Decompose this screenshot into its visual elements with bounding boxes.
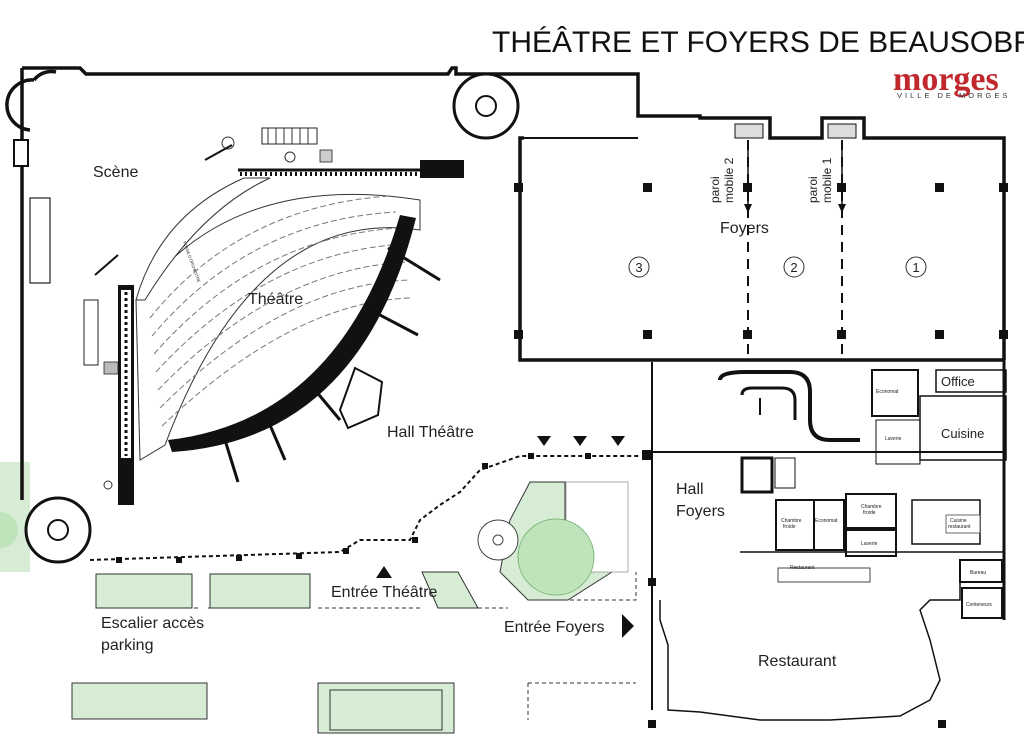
room-label-office: Office bbox=[941, 374, 975, 389]
room-label-foyers: Foyers bbox=[720, 220, 769, 237]
parking-stair-label-line1: Escalier accès bbox=[101, 615, 204, 632]
spiral-stair-garden bbox=[477, 519, 519, 561]
room-label-chambre-froide-left-2: froide bbox=[783, 524, 796, 530]
partition-1-label-line2: mobile 1 bbox=[820, 157, 834, 203]
hall-theatre-facade bbox=[89, 436, 652, 563]
room-label-hall-foyers-line2: Foyers bbox=[676, 503, 725, 520]
restaurant-area bbox=[648, 560, 961, 728]
service-block bbox=[651, 360, 1007, 710]
room-label-theatre: Théâtre bbox=[248, 291, 303, 308]
spiral-stair-bottom bbox=[24, 496, 92, 564]
partition-2-label-line1: paroi bbox=[708, 176, 722, 203]
room-label-cuisine: Cuisine bbox=[941, 426, 984, 441]
brand-logo: morges bbox=[893, 61, 999, 98]
room-label-hall-foyers-line1: Hall bbox=[676, 481, 704, 498]
green-areas bbox=[0, 462, 629, 734]
partition-1-label-line1: paroi bbox=[806, 176, 820, 203]
section-number-3: 3 bbox=[635, 260, 642, 275]
room-label-chambre-froide-left-1: Chambre bbox=[781, 518, 802, 524]
entrance-label-theatre: Entrée Théâtre bbox=[331, 584, 438, 601]
spiral-stair-top bbox=[452, 72, 520, 140]
parking-stair-label-line2: parking bbox=[101, 637, 153, 654]
section-number-1: 1 bbox=[912, 260, 919, 275]
room-label-conteneurs: Conteneurs bbox=[966, 602, 992, 608]
exterior-lines bbox=[71, 572, 637, 720]
room-label-chambre-froide-mid-2: froide bbox=[863, 510, 876, 516]
partition-2-label-line2: mobile 2 bbox=[722, 157, 736, 203]
room-label-hall-theatre: Hall Théâtre bbox=[387, 424, 474, 441]
room-label-economat-mid: Economat bbox=[815, 518, 838, 524]
foyers-walls bbox=[514, 72, 1008, 362]
entrance-label-foyers: Entrée Foyers bbox=[504, 619, 604, 636]
room-label-cuisine-restaurant-2: restaurant bbox=[948, 524, 971, 530]
room-label-restaurant: Restaurant bbox=[758, 653, 837, 670]
theatre-walls bbox=[5, 66, 520, 505]
brand-subtitle: VILLE DE MORGES bbox=[897, 91, 1010, 100]
room-label-restaurant-small: Restaurant bbox=[790, 565, 815, 571]
theatre-entrance-arrow-icon bbox=[376, 566, 392, 578]
room-label-laverie-mid: Laverie bbox=[861, 541, 878, 547]
room-label-chambre-froide-mid-1: Chambre bbox=[861, 504, 882, 510]
room-label-laverie-top: Laverie bbox=[885, 436, 902, 442]
room-label-bureau: Bureau bbox=[970, 570, 986, 576]
room-label-cuisine-restaurant-1: Cuisine bbox=[950, 518, 967, 524]
plan-title: THÉÂTRE ET FOYERS DE BEAUSOBRE bbox=[492, 26, 1024, 59]
room-label-scene: Scène bbox=[93, 164, 138, 181]
section-number-2: 2 bbox=[790, 260, 797, 275]
auditorium bbox=[135, 177, 441, 483]
tree-icon bbox=[517, 518, 595, 596]
room-label-economat-top: Economat bbox=[876, 389, 899, 395]
foyers-entrance-arrow-icon bbox=[622, 614, 634, 638]
